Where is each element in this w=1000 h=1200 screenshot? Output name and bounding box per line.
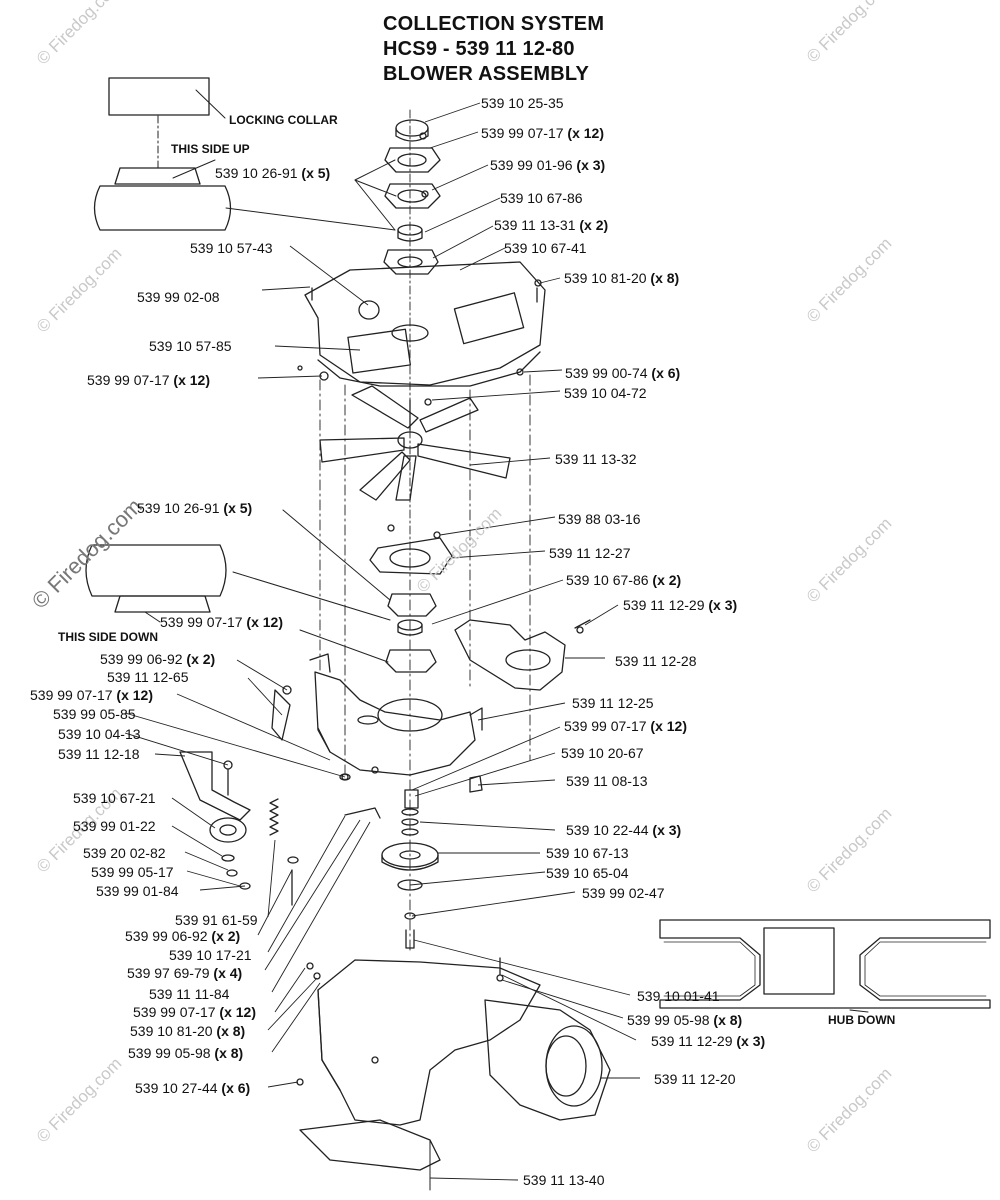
part-callout: 539 11 12-25	[572, 695, 654, 711]
part-callout: 539 10 22-44 (x 3)	[566, 822, 682, 838]
part-callout: 539 10 26-91 (x 5)	[215, 165, 331, 181]
this-side-down-note: THIS SIDE DOWN	[58, 630, 159, 644]
diagram-title-line-3: BLOWER ASSEMBLY	[383, 63, 589, 85]
idler-arm-group	[179, 689, 381, 906]
hub-down-section	[659, 919, 991, 1013]
part-callout: 539 10 67-86	[500, 190, 583, 206]
part-callout: 539 10 25-35	[481, 95, 564, 111]
blower-housing	[309, 653, 483, 776]
diagram-title-line-1: COLLECTION SYSTEM	[383, 13, 605, 35]
part-callout: 539 11 12-29 (x 3)	[623, 597, 738, 613]
part-callout: 539 10 27-44 (x 6)	[135, 1080, 251, 1096]
part-callout: 539 99 07-17 (x 12)	[133, 1004, 256, 1020]
middle-plate	[282, 509, 453, 673]
part-callout: 539 99 07-17 (x 12)	[481, 125, 604, 141]
part-callout: 539 11 11-84	[149, 986, 230, 1002]
part-callout: 539 10 57-85	[149, 338, 232, 354]
part-callout: 539 88 03-16	[558, 511, 641, 527]
part-callout: 539 11 13-31 (x 2)	[494, 217, 609, 233]
part-callout: 539 11 12-18	[58, 746, 140, 762]
part-callout: 539 10 26-91 (x 5)	[137, 500, 253, 516]
top-plate	[304, 261, 546, 387]
part-callout: 539 11 12-20	[654, 1071, 736, 1087]
part-callout: 539 10 81-20 (x 8)	[564, 270, 680, 286]
locking-collar-note: LOCKING COLLAR	[229, 113, 338, 127]
part-callout: 539 97 69-79 (x 4)	[127, 965, 243, 981]
part-callout: 539 99 05-98 (x 8)	[627, 1012, 743, 1028]
lower-pulley-stack	[381, 775, 483, 949]
part-callout: 539 10 01-41	[637, 988, 720, 1004]
part-callout: 539 99 07-17 (x 12)	[564, 718, 687, 734]
part-callout: 539 99 06-92 (x 2)	[100, 651, 216, 667]
part-callout: 539 99 05-17	[91, 864, 174, 880]
part-callout: 539 11 12-65	[107, 669, 189, 685]
part-callout: 539 91 61-59	[175, 912, 258, 928]
part-callout: 539 99 05-85	[53, 706, 136, 722]
part-callout: 539 99 01-96 (x 3)	[490, 157, 606, 173]
hub-down-note: HUB DOWN	[828, 1013, 896, 1027]
part-callout: 539 99 07-17 (x 12)	[87, 372, 210, 388]
part-callout: 539 10 81-20 (x 8)	[130, 1023, 246, 1039]
part-callout: 539 10 57-43	[190, 240, 273, 256]
part-callout: 539 10 17-21	[169, 947, 252, 963]
part-callout: 539 99 07-17 (x 12)	[160, 614, 283, 630]
locking-collar-detail	[93, 77, 396, 231]
fan-impeller	[319, 385, 511, 501]
part-callout: 539 99 06-92 (x 2)	[125, 928, 241, 944]
part-callout: 539 10 65-04	[546, 865, 629, 881]
part-callout: 539 11 13-40	[523, 1172, 605, 1188]
part-callout: 539 10 04-72	[564, 385, 647, 401]
part-callout: 539 11 13-32	[555, 451, 637, 467]
part-callout: 539 10 67-21	[73, 790, 156, 806]
this-side-up-note: THIS SIDE UP	[171, 142, 250, 156]
diagram-title-line-2: HCS9 - 539 11 12-80	[383, 38, 575, 60]
fasteners	[282, 132, 584, 781]
discharge-chute	[454, 619, 591, 691]
part-callout: 539 10 20-67	[561, 745, 644, 761]
part-callout: 539 11 12-28	[615, 653, 697, 669]
part-callout: 539 10 67-86 (x 2)	[566, 572, 682, 588]
part-callout: 539 99 01-22	[73, 818, 156, 834]
part-callout: 539 99 02-47	[582, 885, 665, 901]
part-callout: 539 99 07-17 (x 12)	[30, 687, 153, 703]
part-callout: 539 10 67-41	[504, 240, 587, 256]
top-bearing-stack	[354, 109, 441, 561]
part-callout: 539 11 12-29 (x 3)	[651, 1033, 766, 1049]
part-callout: 539 10 04-13	[58, 726, 141, 742]
part-callout: 539 99 01-84	[96, 883, 179, 899]
part-callout: 539 10 67-13	[546, 845, 629, 861]
part-callout: 539 11 08-13	[566, 773, 648, 789]
this-side-down-detail	[85, 544, 391, 623]
part-callout: 539 99 02-08	[137, 289, 220, 305]
part-callout: 539 99 05-98 (x 8)	[128, 1045, 244, 1061]
part-callout: 539 99 00-74 (x 6)	[565, 365, 681, 381]
part-callout: 539 20 02-82	[83, 845, 166, 861]
lower-housing	[296, 957, 611, 1191]
part-callout: 539 11 12-27	[549, 545, 631, 561]
